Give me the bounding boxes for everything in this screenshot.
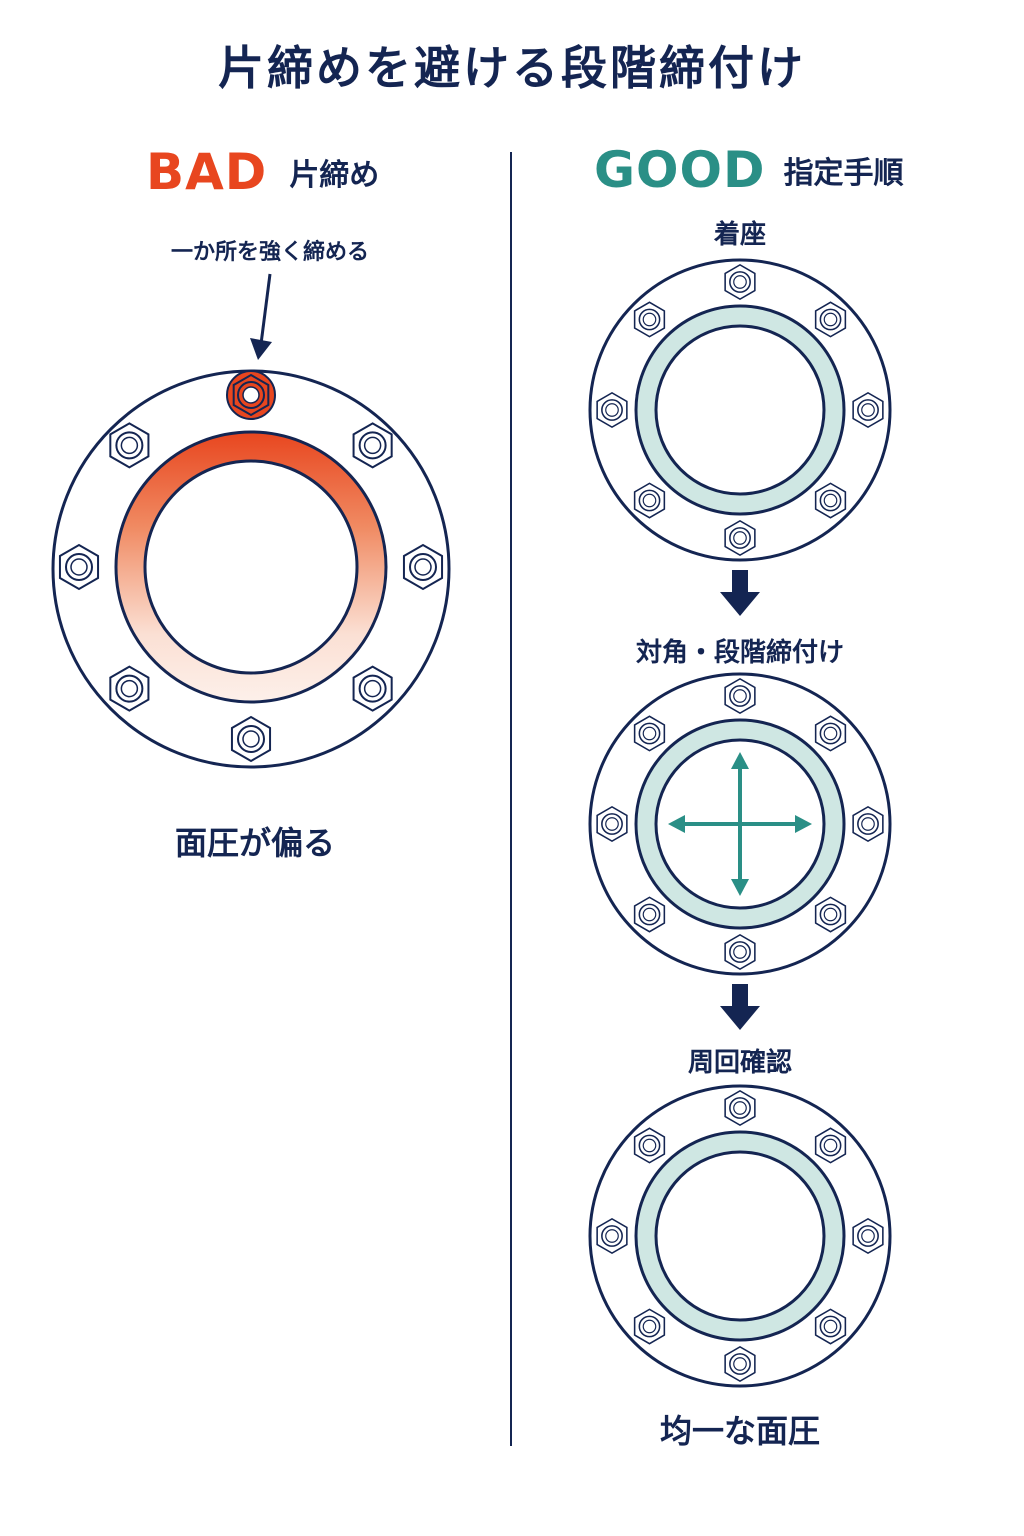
bolt <box>352 665 393 712</box>
flange-bore <box>143 459 359 675</box>
step-1-label: 着座 <box>713 220 766 250</box>
bolt <box>58 543 100 591</box>
bolt <box>724 1345 756 1383</box>
bolt <box>633 896 666 933</box>
bolt <box>814 896 847 933</box>
step-2-flange-diagram <box>588 672 892 976</box>
bolt <box>814 1308 847 1345</box>
diagonal-arrows <box>668 752 812 896</box>
bolt <box>724 677 756 715</box>
step-3-flange-diagram <box>588 1084 892 1388</box>
step-1-flange-diagram <box>588 258 892 562</box>
bolt <box>109 665 150 712</box>
bolt <box>724 263 756 301</box>
bolt <box>814 1127 847 1164</box>
bolt <box>724 519 756 557</box>
bolt-ring <box>596 677 884 971</box>
bolt <box>596 1217 628 1255</box>
bolt <box>352 422 393 469</box>
bad-callout-text: 一か所を強く締める <box>170 240 369 265</box>
bolt-ring <box>58 370 444 763</box>
bad-label: BAD <box>146 143 268 201</box>
bolt <box>814 715 847 752</box>
bolt <box>724 1089 756 1127</box>
bolt <box>633 715 666 752</box>
bolt <box>814 482 847 519</box>
bolt <box>633 301 666 338</box>
overtightened-bolt <box>226 370 276 420</box>
bad-flange-diagram <box>51 369 451 769</box>
step-2-label: 対角・段階締付け <box>635 638 844 668</box>
bolt <box>852 391 884 429</box>
bolt <box>724 933 756 971</box>
bolt <box>814 301 847 338</box>
good-label: GOOD <box>594 141 766 199</box>
bolt <box>852 805 884 843</box>
bolt <box>596 805 628 843</box>
bad-result-text: 面圧が偏る <box>174 824 335 862</box>
bolt <box>109 422 150 469</box>
step-3-label: 周回確認 <box>687 1048 792 1078</box>
step-arrow-2 <box>720 984 760 1030</box>
bad-sublabel: 片締め <box>289 158 380 193</box>
good-header: GOOD 指定手順 <box>594 140 904 200</box>
bolt <box>402 543 444 591</box>
bolt <box>633 1127 666 1164</box>
bolt <box>852 1217 884 1255</box>
bolt <box>633 1308 666 1345</box>
good-result-text: 均一な面圧 <box>659 1412 820 1450</box>
step-arrow-1 <box>720 570 760 616</box>
bolt <box>230 715 272 763</box>
callout-arrow <box>250 273 272 360</box>
page-title: 片締めを避ける段階締付け <box>218 41 806 95</box>
bolt-ring <box>596 1089 884 1383</box>
bolt-ring <box>596 263 884 557</box>
good-sublabel: 指定手順 <box>783 156 904 191</box>
bolt <box>596 391 628 429</box>
column-divider <box>510 152 512 1446</box>
bolt <box>633 482 666 519</box>
bad-header: BAD 片締め <box>146 142 379 202</box>
